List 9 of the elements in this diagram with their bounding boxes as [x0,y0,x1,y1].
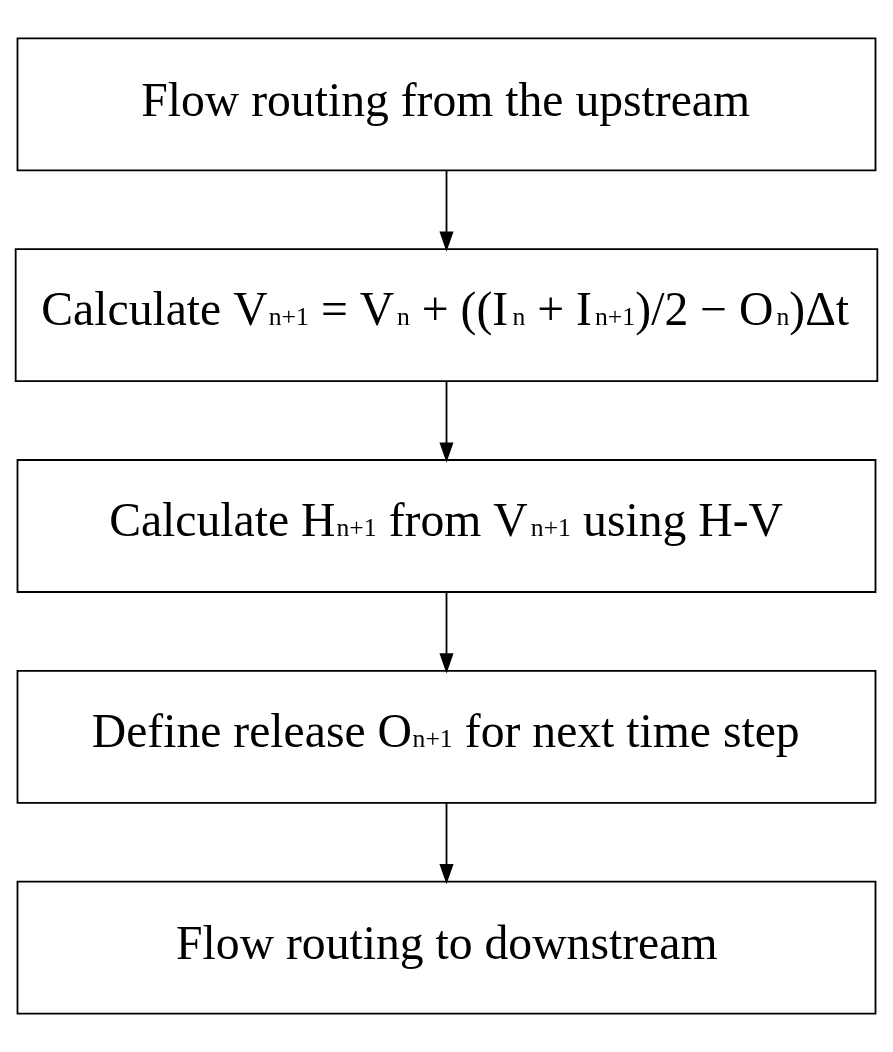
arrow [439,802,454,885]
node-box: Calculate Vn+1 = Vn + ((In + In+1)/2 − On)Δt [14,248,879,383]
arrow [439,169,454,252]
node-box: Calculate Hn+1 from Vn+1 using H-V [16,459,877,593]
node-box: Flow routing from the upstream [16,37,877,172]
node-box: Define release On+1 for next time step [16,669,877,804]
node-box: Flow routing to downstream [16,880,877,1015]
arrow [439,591,454,674]
arrow [439,380,454,463]
